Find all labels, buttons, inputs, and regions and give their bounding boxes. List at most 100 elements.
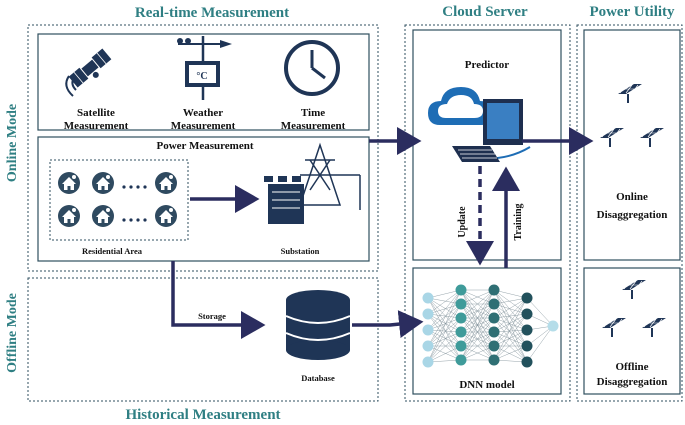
- dnn-connection: [493, 359, 528, 363]
- dnn-connection: [493, 331, 528, 363]
- dnn-connection: [493, 303, 528, 315]
- dnn-connection: [427, 331, 462, 363]
- dnn-connection: [427, 317, 462, 363]
- dnn-connection: [493, 313, 528, 347]
- database-icon: [285, 290, 351, 360]
- dnn-connection: [493, 289, 528, 363]
- satellite-label-line2: Measurement: [64, 120, 129, 132]
- dnn-connection: [427, 345, 462, 361]
- dnn-neuron: [422, 324, 434, 336]
- dnn-connection: [526, 325, 554, 363]
- weather-icon-temperature: °C: [196, 71, 207, 82]
- dnn-connection: [493, 297, 528, 333]
- dnn-connection: [427, 331, 462, 347]
- dnn-neuron: [488, 284, 500, 296]
- online-disaggregation-line2: Disaggregation: [597, 209, 668, 221]
- dnn-box: [412, 267, 562, 395]
- dnn-connection: [427, 303, 462, 315]
- dnn-connection: [493, 329, 528, 347]
- dnn-connection: [493, 329, 528, 333]
- database-label: Database: [301, 373, 335, 383]
- dnn-connection: [427, 289, 462, 331]
- dnn-connection: [427, 313, 462, 347]
- dnn-neuron: [422, 308, 434, 320]
- signal-wave-icon: [71, 77, 77, 91]
- dnn-connection: [427, 297, 462, 361]
- dnn-connection: [493, 303, 528, 363]
- dnn-connection: [427, 303, 462, 331]
- database-to-dnn-arrow: [352, 310, 424, 339]
- dnn-neuron: [521, 292, 533, 304]
- substation-label: Substation: [281, 246, 320, 256]
- dnn-connection: [460, 289, 495, 305]
- neural-network-icon: [422, 284, 559, 368]
- house-icon: [155, 205, 177, 227]
- weather-label-line2: Measurement: [171, 120, 236, 132]
- dnn-connection: [427, 297, 462, 347]
- dnn-neuron: [521, 340, 533, 352]
- update-label: Update: [457, 206, 468, 238]
- dnn-connection: [493, 303, 528, 347]
- header-historical-measurement: Historical Measurement: [125, 407, 280, 423]
- dnn-connection: [427, 303, 462, 347]
- dnn-connection: [427, 329, 462, 361]
- dnn-connection: [526, 297, 554, 327]
- residential-houses-group: [58, 172, 177, 227]
- dnn-connection: [493, 317, 528, 363]
- header-cloud-server: Cloud Server: [442, 4, 528, 20]
- dnn-connection: [460, 289, 495, 333]
- residential-area-label: Residential Area: [82, 246, 143, 256]
- ellipsis-dots-icon: [122, 185, 147, 222]
- solar-panel-icon: [639, 127, 665, 148]
- solar-panels-offline: [601, 279, 667, 338]
- dnn-connection: [493, 289, 528, 315]
- dnn-neuron: [455, 326, 467, 338]
- solar-panel-icon: [617, 83, 643, 104]
- dnn-connection: [427, 329, 462, 333]
- dnn-neuron: [455, 340, 467, 352]
- substation-icon: [264, 142, 361, 224]
- offline-disaggregation-line1: Offline: [616, 361, 649, 373]
- dnn-connection: [427, 297, 462, 319]
- residential-area-box: [49, 159, 189, 241]
- cloud-region: [404, 24, 571, 402]
- dnn-connection: [427, 313, 462, 333]
- weather-label-line1: Weather: [183, 107, 223, 119]
- predictor-label: Predictor: [465, 59, 510, 71]
- dnn-connection: [493, 329, 528, 361]
- dnn-connection: [493, 313, 528, 333]
- house-icon: [92, 172, 114, 194]
- dnn-connection: [493, 289, 528, 331]
- dnn-connection: [493, 297, 528, 319]
- dnn-connection: [493, 345, 528, 363]
- dnn-connection: [493, 317, 528, 347]
- dnn-neuron: [521, 356, 533, 368]
- dnn-connection: [427, 313, 462, 319]
- dnn-connection: [460, 303, 495, 361]
- measurement-box: [37, 33, 370, 131]
- dnn-connection: [427, 345, 462, 363]
- dnn-connection: [460, 345, 495, 361]
- house-icon: [92, 205, 114, 227]
- storage-label: Storage: [198, 311, 226, 321]
- dnn-model-label: DNN model: [459, 379, 514, 391]
- online-disaggregation-line1: Online: [616, 191, 648, 203]
- solar-panel-icon: [599, 127, 625, 148]
- dnn-connection: [493, 297, 528, 305]
- dnn-connection: [493, 303, 528, 331]
- satellite-icon: [68, 48, 112, 88]
- dnn-connection: [493, 317, 528, 331]
- dnn-connection: [427, 289, 462, 363]
- dnn-neuron: [455, 354, 467, 366]
- dnn-neuron: [455, 312, 467, 324]
- dnn-neuron: [488, 312, 500, 324]
- offline-disaggregation-box: [583, 267, 681, 395]
- dnn-neuron: [488, 326, 500, 338]
- dnn-neuron: [488, 340, 500, 352]
- mode-offline-label: Offline Mode: [5, 293, 20, 373]
- historical-region: [27, 277, 379, 402]
- dnn-neuron: [422, 340, 434, 352]
- dnn-connection: [493, 313, 528, 319]
- header-realtime-measurement: Real-time Measurement: [135, 5, 289, 21]
